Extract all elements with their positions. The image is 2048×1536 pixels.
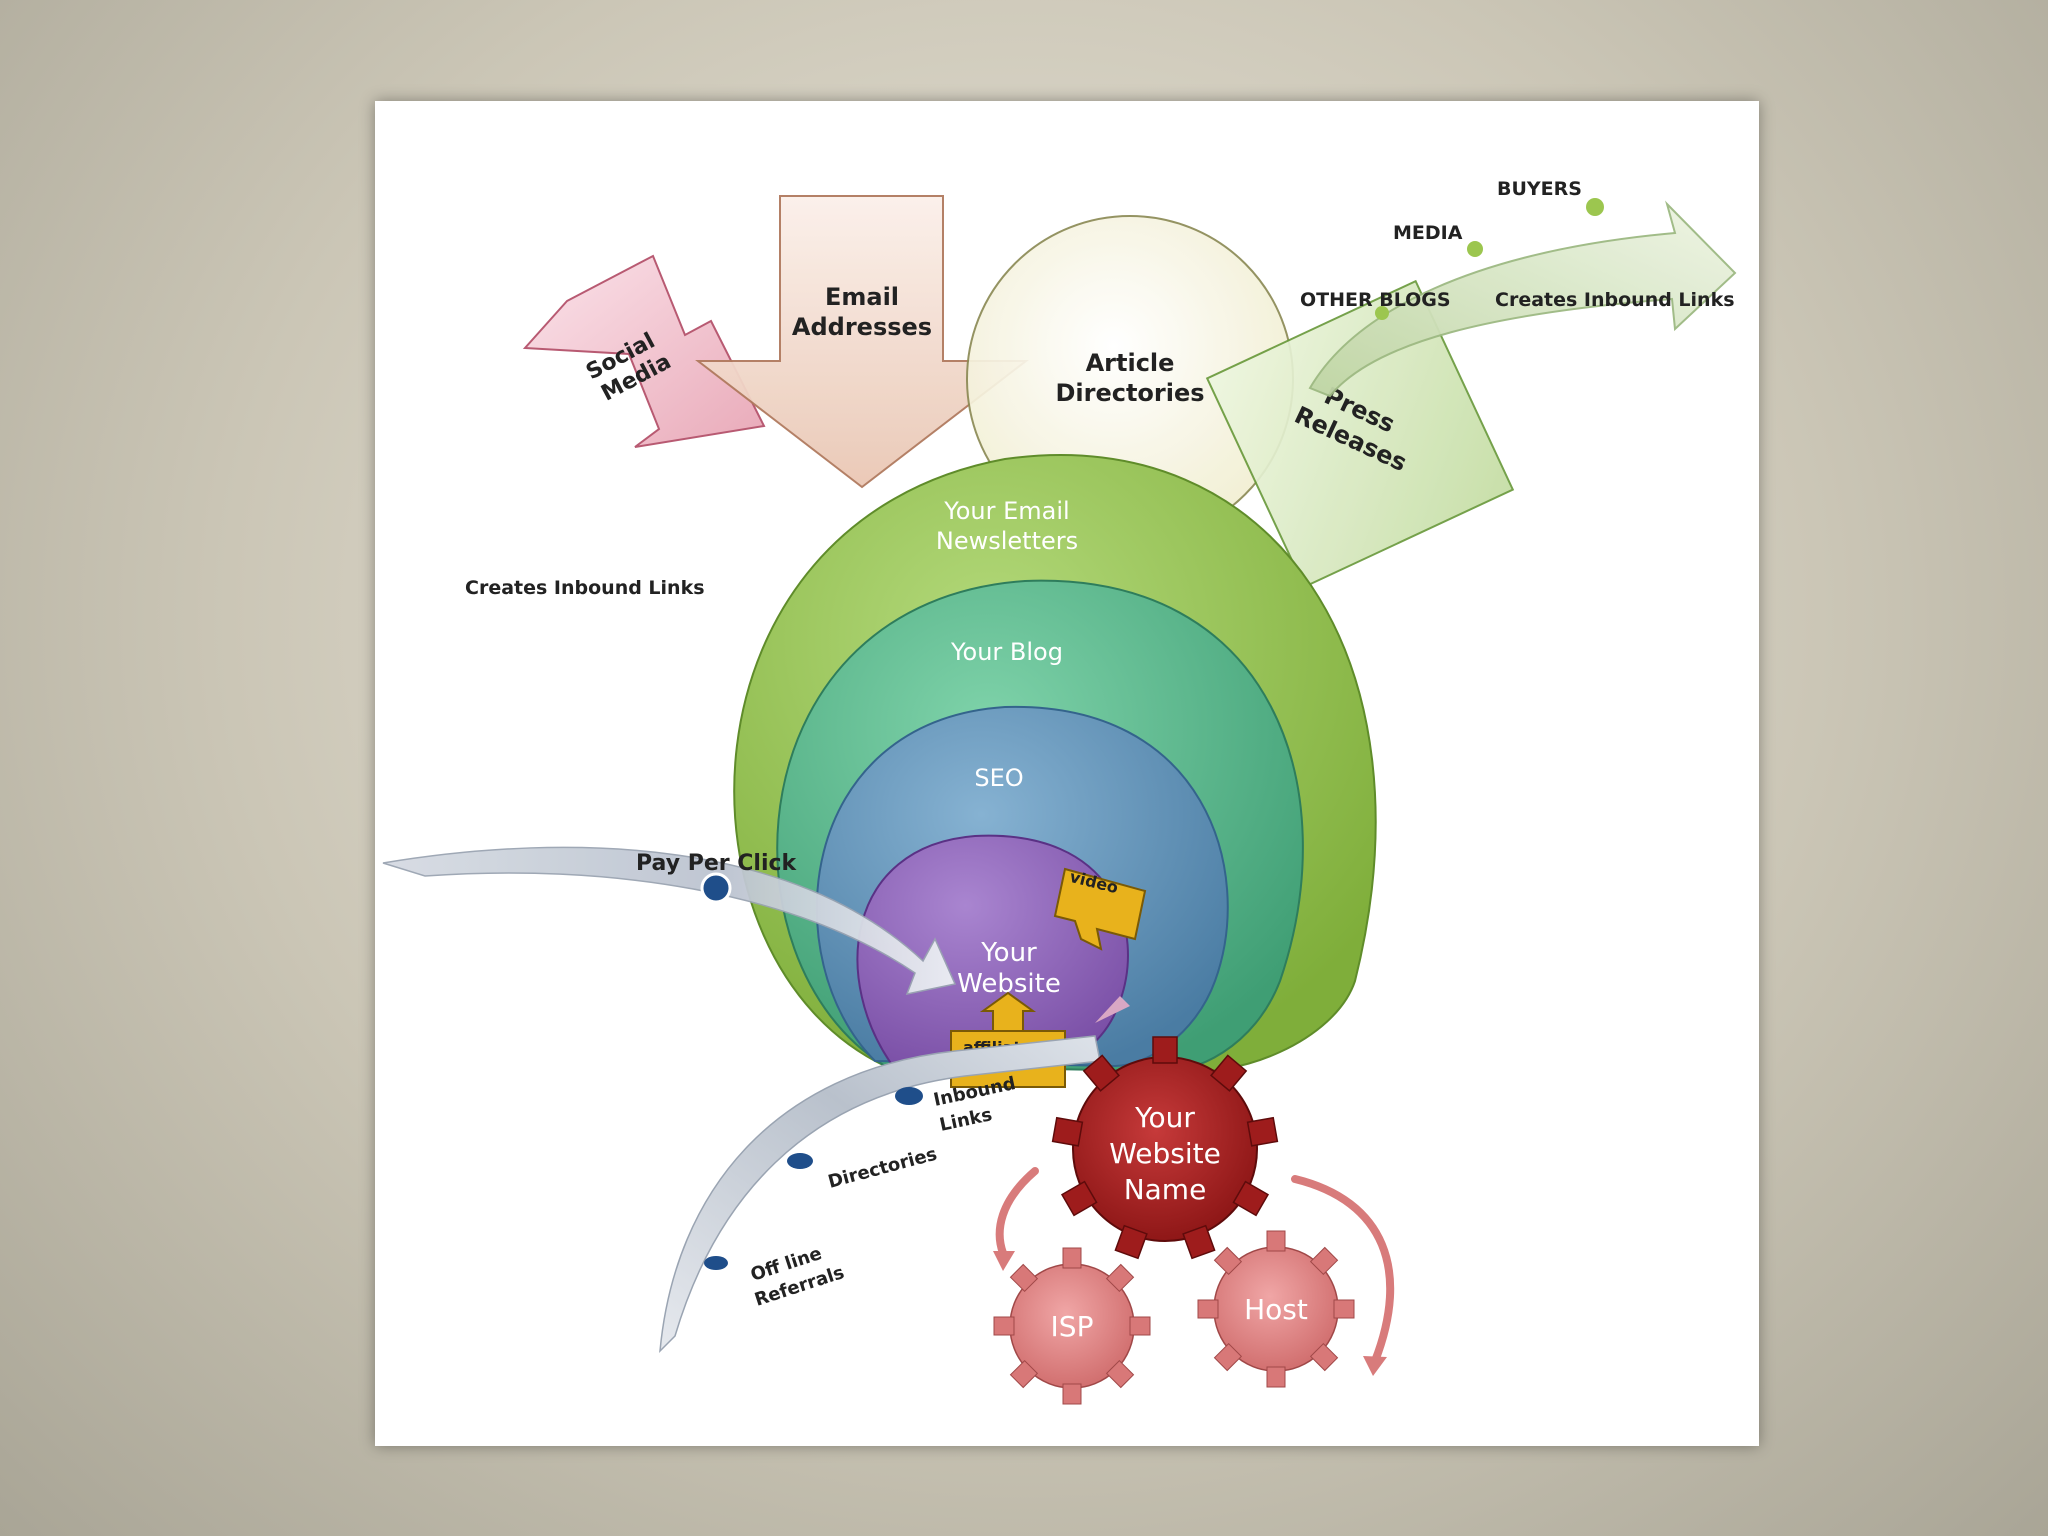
blog-label: Your Blog (950, 638, 1063, 666)
host-label: Host (1244, 1293, 1308, 1326)
website-name-gear: Your Website Name (1051, 1036, 1279, 1260)
article-directories-label-2: Directories (1055, 379, 1204, 407)
inbound-links-label-2: Links (938, 1104, 994, 1136)
press-releases-square: Press Releases (1205, 279, 1515, 589)
directories-label: Directories (826, 1144, 939, 1193)
social-media-arrow: Social Media (522, 254, 766, 448)
other-blogs-label: OTHER BLOGS (1300, 289, 1451, 311)
email-addresses-label-2: Addresses (792, 313, 932, 341)
seo-label: SEO (974, 764, 1023, 792)
email-addresses-arrow: Email Addresses (695, 195, 1029, 489)
email-newsletters-label-1: Your Email (943, 497, 1069, 525)
isp-gear: ISP (993, 1247, 1151, 1405)
video-callout: video (1053, 867, 1147, 951)
pay-per-click-label: Pay Per Click (636, 851, 798, 876)
creates-inbound-links-right: Creates Inbound Links (1495, 289, 1735, 311)
isp-label: ISP (1051, 1310, 1094, 1343)
creates-inbound-links-left: Creates Inbound Links (465, 577, 705, 599)
article-directories-label-1: Article (1086, 349, 1175, 377)
growth-arrow (1308, 198, 1737, 398)
media-label: MEDIA (1393, 222, 1463, 244)
email-addresses-label-1: Email (825, 283, 899, 311)
cycle-arrowhead-left (993, 1251, 1015, 1271)
email-newsletters-label-2: Newsletters (936, 527, 1078, 555)
svg-text:Your: Your (1134, 1101, 1195, 1134)
svg-text:Name: Name (1124, 1173, 1207, 1206)
cycle-arrowhead-right (1363, 1356, 1387, 1376)
marketing-diagram: Social Media Email Addresses Article Dir… (382, 178, 1737, 1405)
buyers-label: BUYERS (1497, 178, 1582, 200)
website-label-1: Your (980, 938, 1037, 968)
gear-cycle-arrows (995, 1167, 1395, 1365)
diagram-slide: Social Media Email Addresses Article Dir… (375, 101, 1759, 1446)
traffic-sources-arrow (659, 996, 1130, 1354)
pay-per-click-arrow (382, 846, 957, 996)
svg-text:Website: Website (1109, 1137, 1221, 1170)
host-gear: Host (1197, 1230, 1355, 1388)
